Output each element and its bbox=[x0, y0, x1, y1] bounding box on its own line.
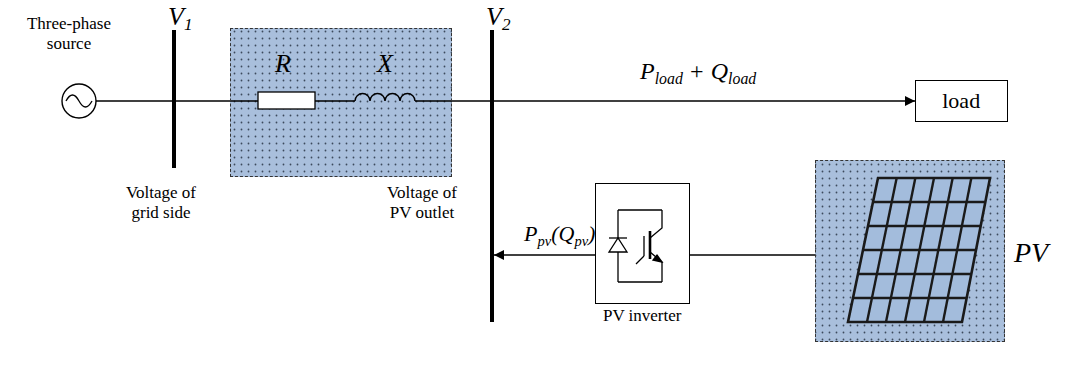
power-line bbox=[452, 100, 915, 101]
power-line bbox=[690, 254, 815, 255]
label-part: pv bbox=[574, 233, 588, 249]
label-part: pv bbox=[537, 233, 551, 249]
reactance-label: X bbox=[377, 49, 393, 79]
emitter-line bbox=[650, 252, 662, 282]
wire bbox=[96, 100, 258, 101]
label-part: Three-phase source bbox=[27, 14, 111, 53]
ac-source-symbol bbox=[62, 84, 96, 118]
diode-bar bbox=[609, 237, 627, 238]
bus-caption: Voltage of grid side bbox=[113, 183, 209, 222]
solar-panel bbox=[848, 178, 990, 322]
bus-voltage-label: V1 bbox=[168, 2, 192, 35]
pv-outlet-bus bbox=[490, 30, 494, 322]
label-part: 2 bbox=[502, 15, 511, 34]
igbt-gate bbox=[643, 236, 644, 256]
panel-grid-line bbox=[853, 297, 967, 299]
label-part: + bbox=[683, 58, 711, 84]
label-part: ( bbox=[551, 221, 558, 246]
source-label: Three-phase source bbox=[8, 14, 130, 53]
symbol-line bbox=[618, 209, 662, 210]
inverter-label: PV inverter bbox=[603, 306, 682, 326]
gate-lead bbox=[636, 256, 644, 264]
collector-line bbox=[650, 210, 662, 238]
bus-caption: Voltage of PV outlet bbox=[376, 183, 468, 222]
label-part: Q bbox=[558, 221, 574, 246]
grid-bus bbox=[172, 30, 176, 168]
pv-power-label: Ppv(Qpv) bbox=[524, 221, 595, 249]
panel-grid-line bbox=[943, 178, 971, 322]
line-impedance-fill bbox=[230, 28, 452, 177]
label-part: P bbox=[524, 221, 537, 246]
inverter-box: PV inverter bbox=[595, 183, 690, 304]
label-part: load bbox=[728, 70, 756, 87]
label-part: V bbox=[486, 2, 502, 31]
line-impedance-box: RX bbox=[230, 28, 452, 177]
load-box: load bbox=[915, 80, 1008, 122]
resistor-symbol bbox=[258, 92, 315, 109]
panel-grid-line bbox=[858, 273, 971, 275]
load-label: load bbox=[942, 88, 980, 113]
symbol-line bbox=[618, 281, 662, 282]
panel-body bbox=[848, 178, 990, 322]
igbt-diode-symbol bbox=[609, 210, 662, 282]
load-power-label: Pload+Qload bbox=[640, 58, 756, 88]
resistance-label: R bbox=[275, 49, 291, 79]
pv-array-fill bbox=[815, 160, 1005, 342]
wire bbox=[415, 100, 452, 101]
label-part: P bbox=[640, 58, 655, 84]
bus-voltage-label: V2 bbox=[486, 2, 510, 35]
panel-grid-line bbox=[863, 249, 976, 251]
inductor-symbol bbox=[355, 94, 415, 102]
label-part: ) bbox=[588, 221, 595, 246]
sine-wave bbox=[66, 95, 92, 107]
pv-array-box: PV bbox=[815, 160, 1005, 342]
wire bbox=[315, 100, 355, 101]
label-part: load bbox=[655, 70, 683, 87]
label-part: Voltage of PV outlet bbox=[387, 183, 457, 222]
pv-label: PV bbox=[1014, 237, 1048, 269]
label-part: Q bbox=[711, 58, 728, 84]
diode-triangle bbox=[609, 238, 627, 252]
label-part: Voltage of grid side bbox=[126, 183, 196, 222]
igbt-base bbox=[649, 231, 652, 259]
power-flow-arrow bbox=[494, 254, 595, 255]
label-part: 1 bbox=[184, 15, 193, 34]
emitter-arrow bbox=[653, 255, 662, 262]
label-part: V bbox=[168, 2, 184, 31]
